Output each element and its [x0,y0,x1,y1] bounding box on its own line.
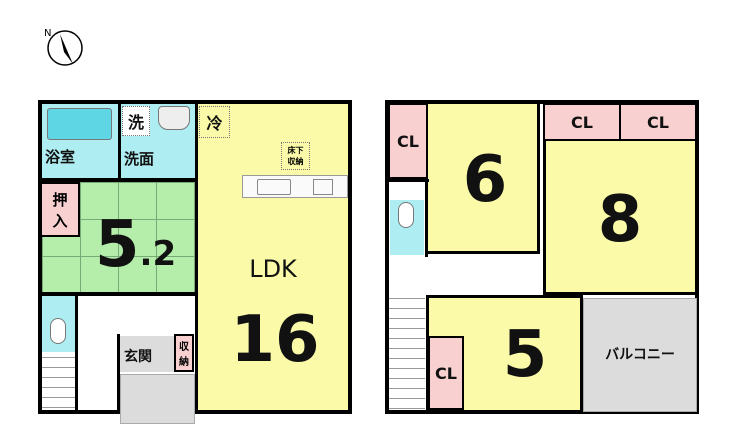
stairs [42,357,75,410]
room-6-size: 6 [462,143,508,217]
room-6 [428,104,540,254]
stairs-2 [389,298,425,410]
stove-icon [313,179,333,195]
closet-2: CL [543,103,621,141]
kitchen-counter [242,175,348,198]
room-8-size: 8 [597,183,643,257]
closet-4: CL [428,336,464,410]
oshiire-closet: 押入 [40,182,80,237]
washroom-label: 洗面 [124,150,155,168]
balcony-label: バルコニー [605,347,675,363]
ldk-size: 16 [230,303,320,377]
ldk-room [198,104,348,410]
room-8 [543,141,695,295]
room-5-size: 5 [502,318,548,392]
balcony [583,298,697,412]
underfloor-storage: 床下収納 [281,142,310,170]
kitchen-sink-icon [257,179,291,195]
storage-closet: 収納 [174,334,194,372]
entrance-porch [120,374,195,424]
washer-space: 洗 [122,106,150,136]
closet-1: CL [388,103,428,179]
toilet-icon [50,318,66,344]
toilet-icon [398,202,414,228]
north-compass-icon: N [44,28,83,66]
bath-label: 浴室 [45,148,76,166]
entrance-hall [120,336,174,372]
tatami-size: 5.2 [95,208,177,282]
closet-3: CL [619,103,697,141]
sink-icon [158,106,190,130]
ldk-label: LDK [249,255,297,283]
entrance-label: 玄関 [124,349,152,365]
svg-text:N: N [44,28,51,39]
bathtub-icon [47,108,112,140]
fridge-space: 冷 [199,106,230,138]
